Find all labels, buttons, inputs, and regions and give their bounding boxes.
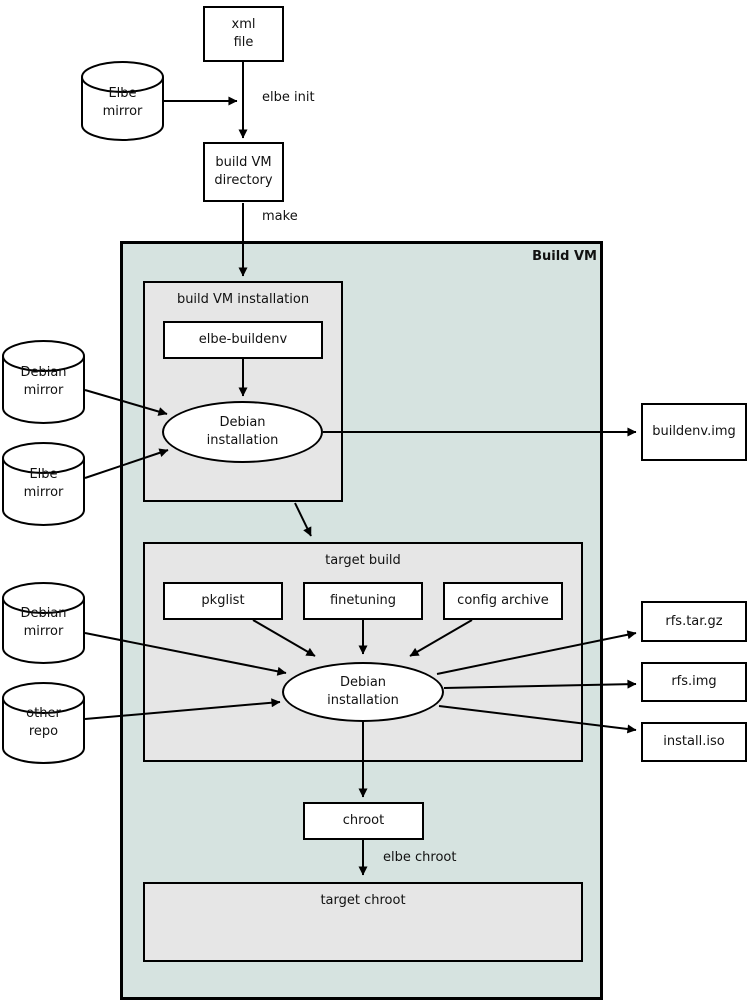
chroot-node: chroot	[303, 802, 424, 840]
debian-mirror-target-cylinder	[1, 582, 85, 664]
install-iso-node: install.iso	[641, 722, 747, 762]
build-vm-installation-group: build VM installation	[143, 281, 343, 502]
make-edge-label: make	[262, 209, 298, 224]
buildenv-img-node: buildenv.img	[641, 403, 747, 461]
elbe-mirror-top-cylinder	[81, 61, 164, 141]
elbe-mirror-top-label: Elbe mirror	[102, 86, 143, 119]
debian-mirror-vm-cylinder	[1, 340, 85, 424]
edge-debianinst-target-to-rfsimg	[443, 679, 637, 689]
edge-debianmirror-to-debianinst-target	[84, 632, 287, 676]
target-chroot-title: target chroot	[320, 893, 406, 908]
rfs-tar-gz-node: rfs.tar.gz	[641, 601, 747, 642]
debian-mirror-target-label: Debian mirror	[20, 606, 67, 639]
target-chroot-group: target chroot	[143, 882, 583, 962]
finetuning-node: finetuning	[303, 582, 423, 620]
other-repo-cylinder	[1, 682, 85, 764]
elbe-init-edge-label: elbe init	[262, 90, 315, 105]
edge-configarchive-to-debianinst-target	[409, 619, 473, 657]
config-archive-node: config archive	[443, 582, 563, 620]
elbe-chroot-edge-label: elbe chroot	[383, 850, 457, 865]
edge-elbemirror-to-debianinst-vm	[84, 448, 169, 479]
edge-debianinst-target-to-installiso	[438, 705, 637, 734]
build-vm-installation-title: build VM installation	[176, 292, 310, 307]
edge-pkglist-to-debianinst-target	[252, 619, 316, 657]
rfs-img-node: rfs.img	[641, 662, 747, 702]
target-build-title: target build	[325, 553, 401, 568]
debian-installation-vm-node: Debian installation	[162, 401, 323, 463]
edge-vminstallation-to-targetbuild	[294, 502, 312, 537]
debian-mirror-vm-label: Debian mirror	[20, 365, 67, 398]
edge-debianmirror-to-debianinst-vm	[84, 389, 168, 416]
edge-otherrepo-to-debianinst-target	[84, 698, 281, 720]
build-vm-directory-node: build VM directory	[203, 142, 284, 202]
xml-file-node: xml file	[203, 6, 284, 62]
other-repo-label: other repo	[26, 706, 61, 739]
elbe-buildenv-node: elbe-buildenv	[163, 321, 323, 359]
pkglist-node: pkglist	[163, 582, 283, 620]
debian-installation-target-node: Debian installation	[282, 662, 444, 722]
edge-debianinst-target-to-rfstargz	[436, 630, 637, 675]
elbe-mirror-vm-label: Elbe mirror	[23, 467, 64, 500]
elbe-mirror-vm-cylinder	[1, 442, 85, 526]
build-vm-container-title: Build VM	[532, 249, 597, 264]
